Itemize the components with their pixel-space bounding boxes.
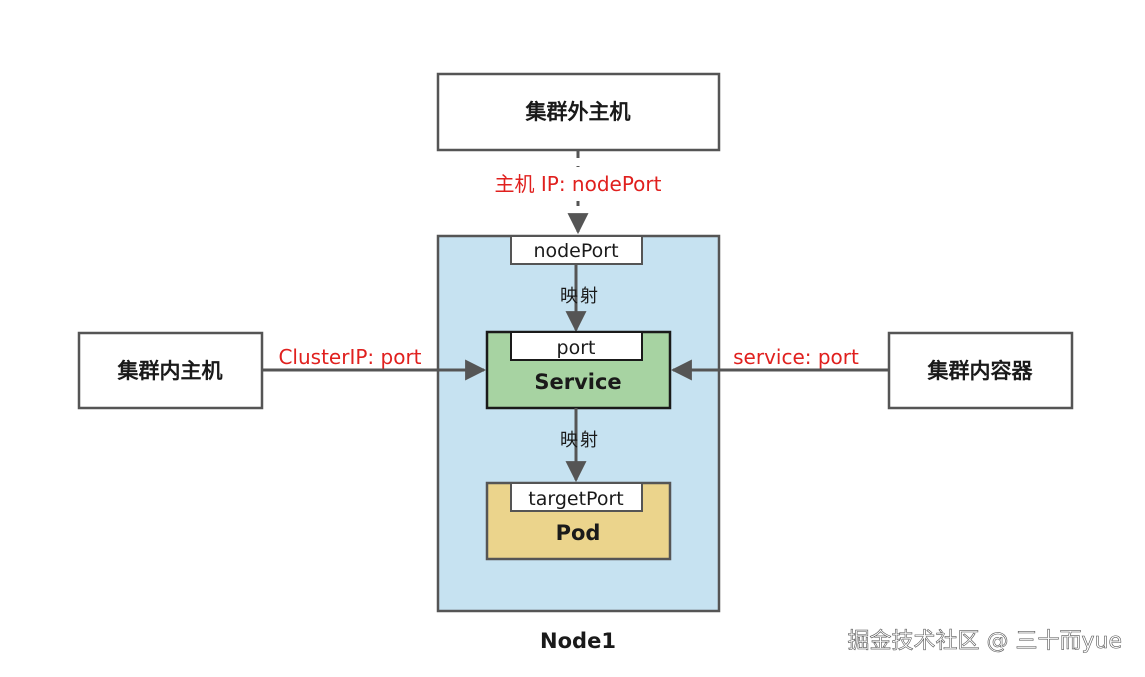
edge-label-external: 主机 IP: nodePort [495, 172, 662, 196]
internal-container-node: 集群内容器 [887, 331, 1074, 410]
edge-label-container: service: port [733, 345, 859, 369]
external-host-node: 集群外主机 [436, 72, 721, 152]
nodeport-tab: nodePort [510, 235, 643, 265]
internal-host-label: 集群内主机 [117, 359, 223, 383]
service-node: port Service [485, 330, 672, 410]
pod-label: Pod [556, 521, 601, 545]
external-host-label: 集群外主机 [525, 100, 631, 124]
watermark: 掘金技术社区 @ 三十而yue [848, 629, 1123, 654]
edge-label-mapping-1: 映射 [560, 286, 600, 307]
node1-label: Node1 [540, 629, 616, 653]
nodeport-label: nodePort [533, 240, 618, 262]
internal-container-label: 集群内容器 [927, 359, 1034, 383]
edge-label-internal-host: ClusterIP: port [278, 345, 421, 369]
internal-host-node: 集群内主机 [77, 331, 264, 410]
service-label: Service [534, 370, 621, 394]
pod-port-label: targetPort [528, 488, 623, 510]
service-port-label: port [557, 337, 596, 359]
edge-label-mapping-2: 映射 [560, 430, 600, 451]
pod-node: targetPort Pod [485, 481, 672, 561]
